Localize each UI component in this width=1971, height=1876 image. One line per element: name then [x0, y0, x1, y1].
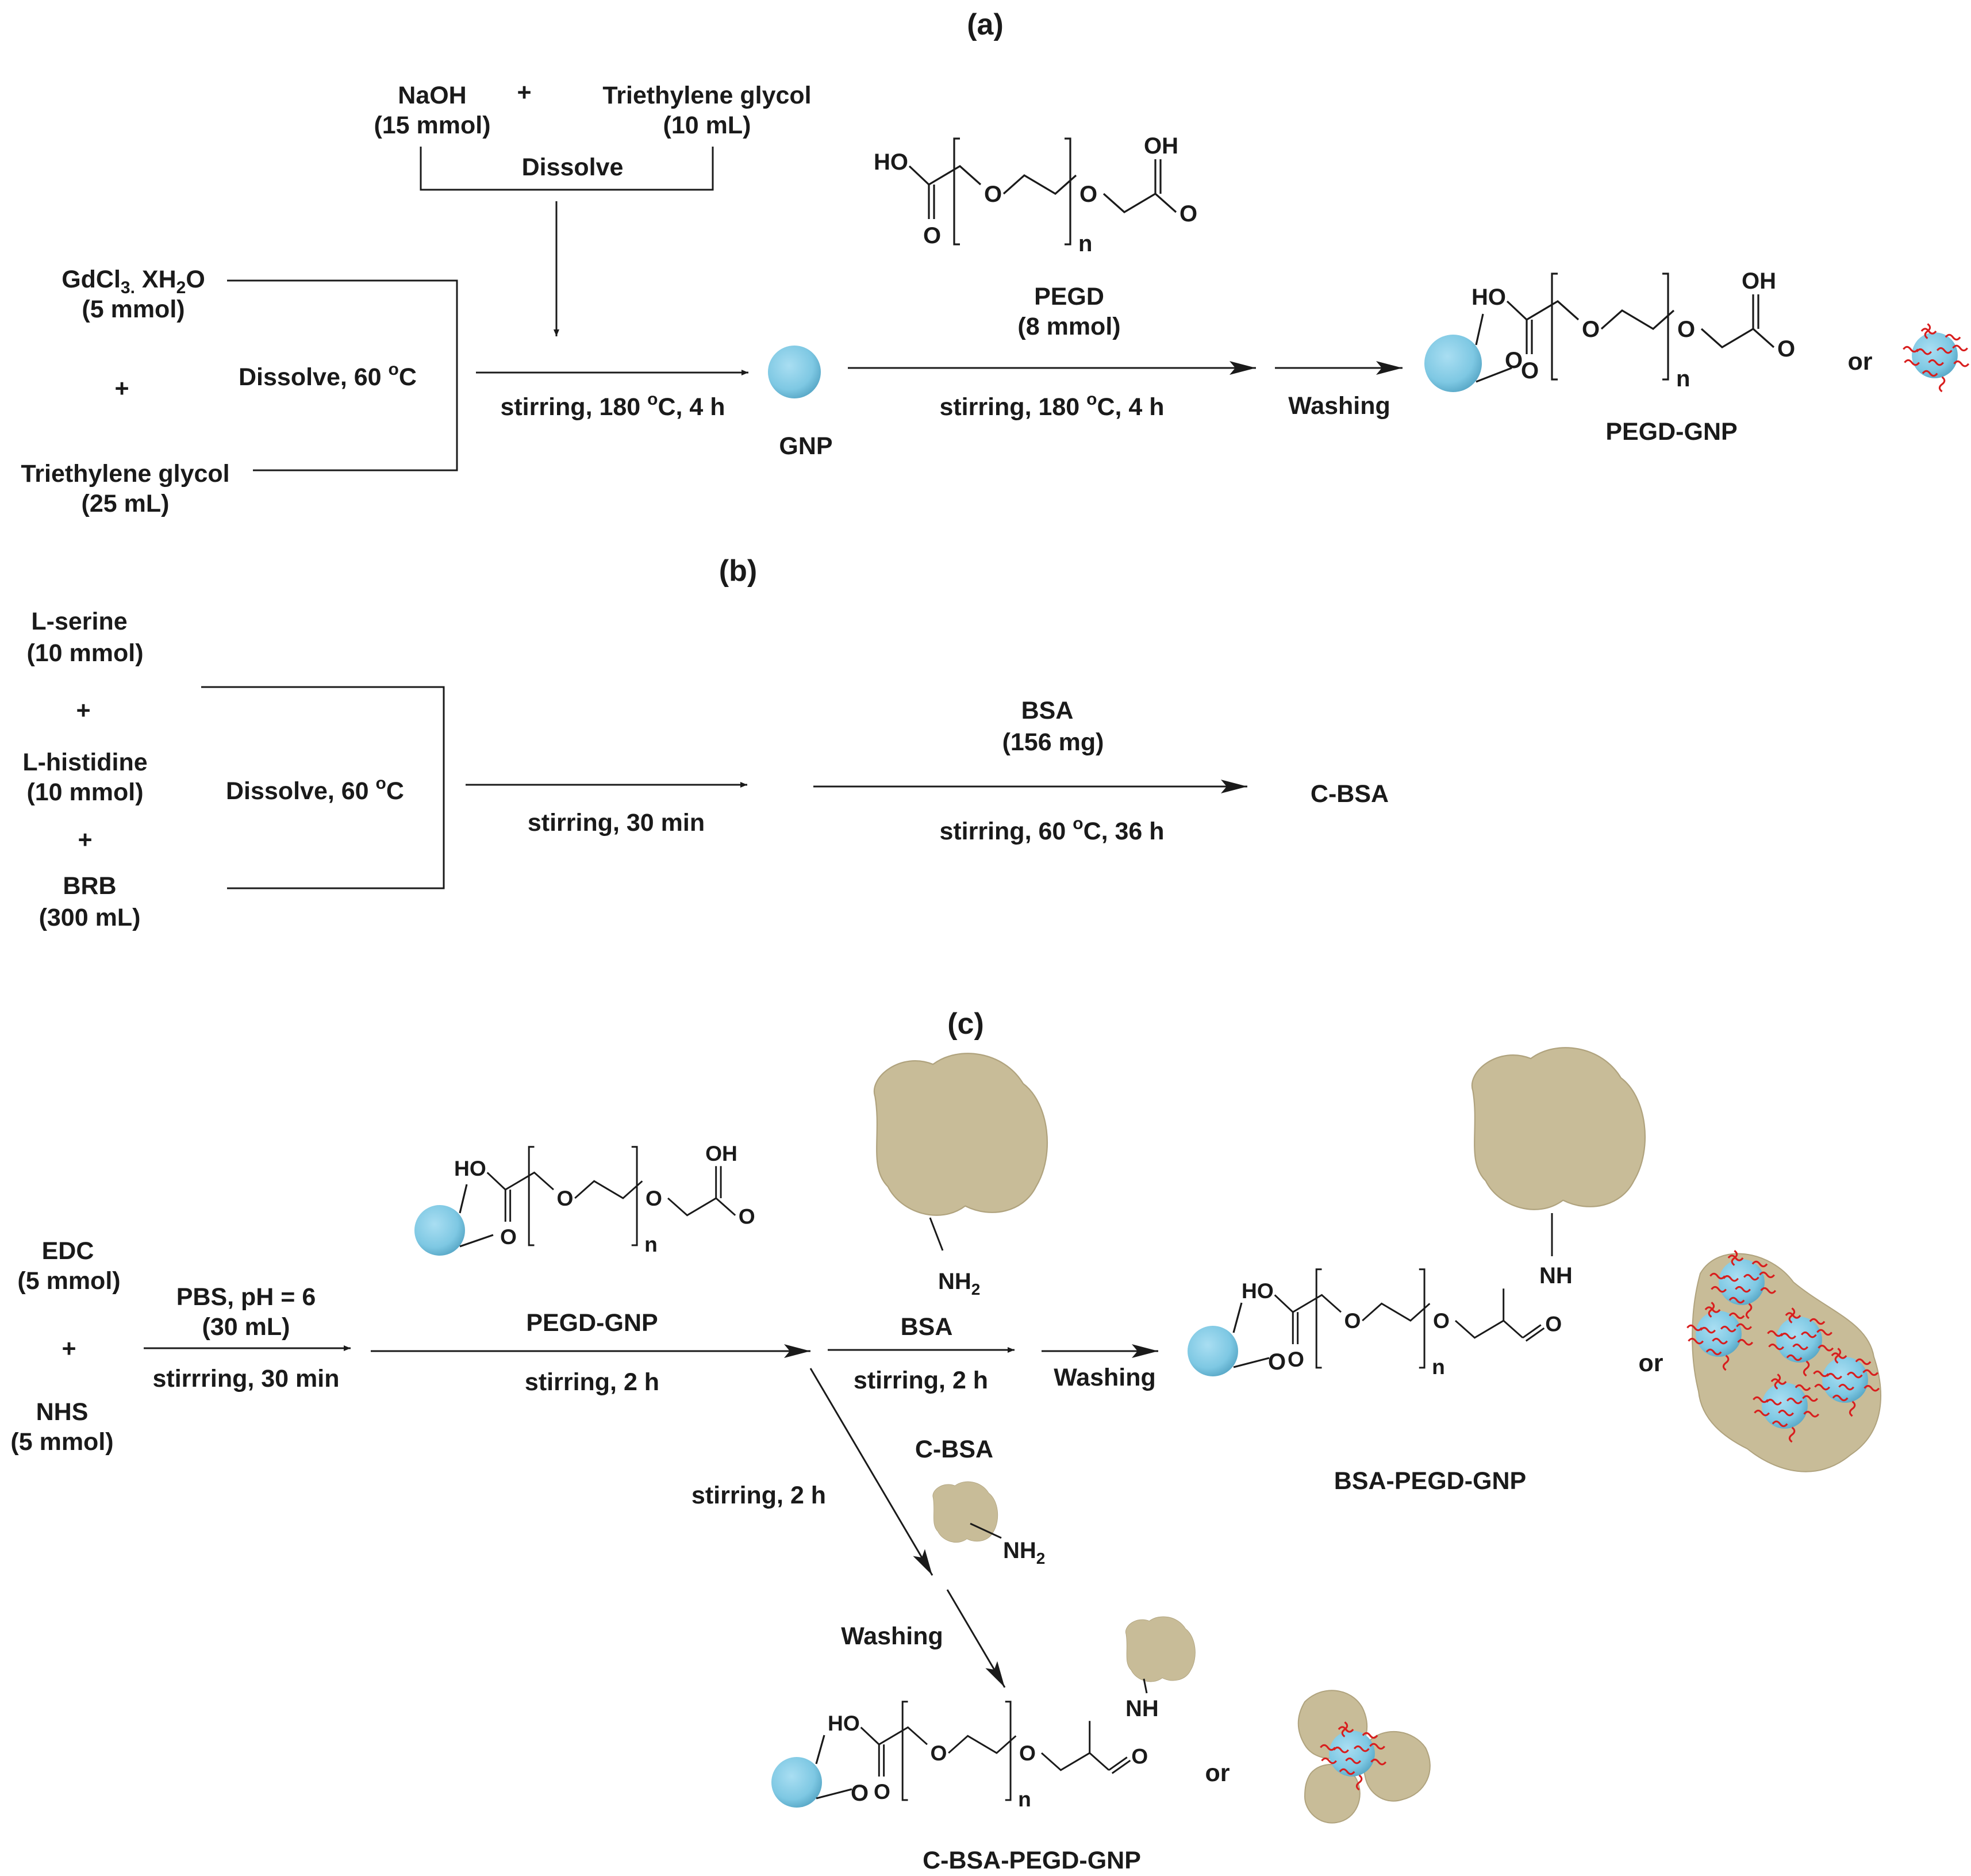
condition-label: stirring, 2 h [854, 1367, 988, 1394]
gnp-label: GNP [779, 432, 832, 460]
c-bsa-pegd-gnp-structure: O [827, 1701, 1148, 1812]
c-bsa-protein [1125, 1616, 1196, 1682]
dissolve-label: Dissolve [522, 154, 624, 181]
pegd-label: PEGD [1034, 283, 1104, 310]
bsa-label: BSA [901, 1313, 953, 1341]
or-label: or [1848, 348, 1873, 375]
condition-label: stirring, 2 h [525, 1368, 659, 1396]
naoh-label: NaOH [398, 82, 466, 109]
nh-label: NH [1539, 1263, 1573, 1288]
pegd-amount: (8 mmol) [1017, 313, 1120, 340]
ester-o-label: O [1505, 348, 1523, 373]
plus-sign: + [517, 79, 531, 106]
pbs-amount: (30 mL) [202, 1313, 290, 1341]
nhs-amount: (5 mmol) [10, 1428, 113, 1456]
or-label: or [1205, 1759, 1230, 1787]
c-bsa-coated-nanoparticle-icon [1297, 1690, 1431, 1824]
gnp-nanoparticle [768, 346, 821, 398]
carbonyl-o-label: O [1545, 1312, 1562, 1336]
pbs-label: PBS, pH = 6 [176, 1283, 316, 1311]
nh-label: NH [1125, 1696, 1159, 1721]
gnp-nanoparticle [1188, 1326, 1238, 1376]
nh2-label: NH2 [1003, 1538, 1045, 1567]
gnp-nanoparticle [771, 1757, 822, 1808]
bsa-protein [873, 1053, 1048, 1216]
edc-amount: (5 mmol) [17, 1267, 120, 1295]
plus-sign: + [76, 697, 90, 724]
plus-sign: + [62, 1335, 76, 1363]
edc-label: EDC [42, 1237, 94, 1265]
reactant-bracket [227, 279, 458, 471]
reactant-bracket [201, 686, 445, 889]
pegd-structure [873, 132, 1198, 258]
bsa-label: BSA [1021, 697, 1074, 724]
l-histidine-amount: (10 mmol) [26, 778, 143, 806]
bsa-coated-nanoparticles-icon [1686, 1249, 1881, 1472]
l-serine-amount: (10 mmol) [26, 639, 143, 667]
condition-label: stirring, 180 oC, 4 h [500, 390, 725, 421]
pegd-gnp-label: PEGD-GNP [526, 1309, 658, 1337]
washing-label: Washing [1054, 1364, 1156, 1391]
bsa-protein [1471, 1047, 1646, 1210]
bsa-amount: (156 mg) [1002, 728, 1104, 756]
ester-o-label: O [1268, 1349, 1286, 1375]
triethylene-glycol-amount: (25 mL) [82, 490, 170, 517]
condition-label: stirring, 180 oC, 4 h [939, 390, 1164, 421]
bsa-pegd-gnp-structure: O [1240, 1268, 1562, 1380]
pegd-gnp-structure [453, 1140, 756, 1257]
c-bsa-pegd-gnp-label: C-BSA-PEGD-GNP [923, 1847, 1141, 1874]
triethylene-glycol-label: Triethylene glycol [602, 82, 811, 109]
pegd-gnp-label: PEGD-GNP [1605, 418, 1737, 446]
gdcl3-label: GdCl3. XH2O [62, 266, 205, 297]
condition-label: stirring, 2 h [691, 1482, 826, 1509]
carbonyl-o-label: O [1131, 1744, 1148, 1768]
bsa-pegd-gnp-label: BSA-PEGD-GNP [1334, 1467, 1526, 1495]
condition-label: stirrring, 30 min [153, 1365, 340, 1392]
coated-nanoparticle-icon [1902, 323, 1970, 393]
panel-b-label: (b) [719, 554, 757, 588]
panel-c-label: (c) [947, 1007, 984, 1041]
gdcl3-amount: (5 mmol) [82, 296, 185, 323]
washing-label: Washing [1288, 392, 1390, 420]
ester-o-label: O [851, 1781, 869, 1806]
c-bsa-product-label: C-BSA [1311, 780, 1389, 808]
plus-sign: + [78, 826, 92, 854]
l-histidine-label: L-histidine [22, 749, 147, 776]
gnp-nanoparticle [1424, 335, 1482, 392]
dissolve-60c-label: Dissolve, 60 oC [226, 774, 404, 805]
l-serine-label: L-serine [31, 608, 127, 635]
naoh-amount: (15 mmol) [374, 112, 490, 139]
condition-label: stirring, 60 oC, 36 h [939, 814, 1164, 845]
triethylene-glycol-amount: (10 mL) [663, 112, 751, 139]
or-label: or [1639, 1349, 1663, 1377]
washing-arrow [946, 1589, 1006, 1688]
plus-sign: + [114, 375, 129, 402]
panel-a-label: (a) [967, 8, 1004, 41]
condition-label: stirring, 30 min [528, 809, 705, 837]
nh2-label: NH2 [938, 1269, 980, 1298]
brb-amount: (300 mL) [39, 904, 141, 931]
brb-label: BRB [63, 872, 116, 900]
c-bsa-protein [932, 1481, 998, 1543]
dissolve-bracket [420, 147, 714, 191]
triethylene-glycol-label: Triethylene glycol [21, 460, 229, 488]
dissolve-60c-label: Dissolve, 60 oC [239, 360, 417, 391]
washing-label: Washing [841, 1622, 943, 1650]
c-bsa-label: C-BSA [915, 1436, 993, 1463]
reaction-arrow [809, 1368, 933, 1576]
gnp-nanoparticle [414, 1205, 465, 1256]
nhs-label: NHS [36, 1398, 89, 1426]
